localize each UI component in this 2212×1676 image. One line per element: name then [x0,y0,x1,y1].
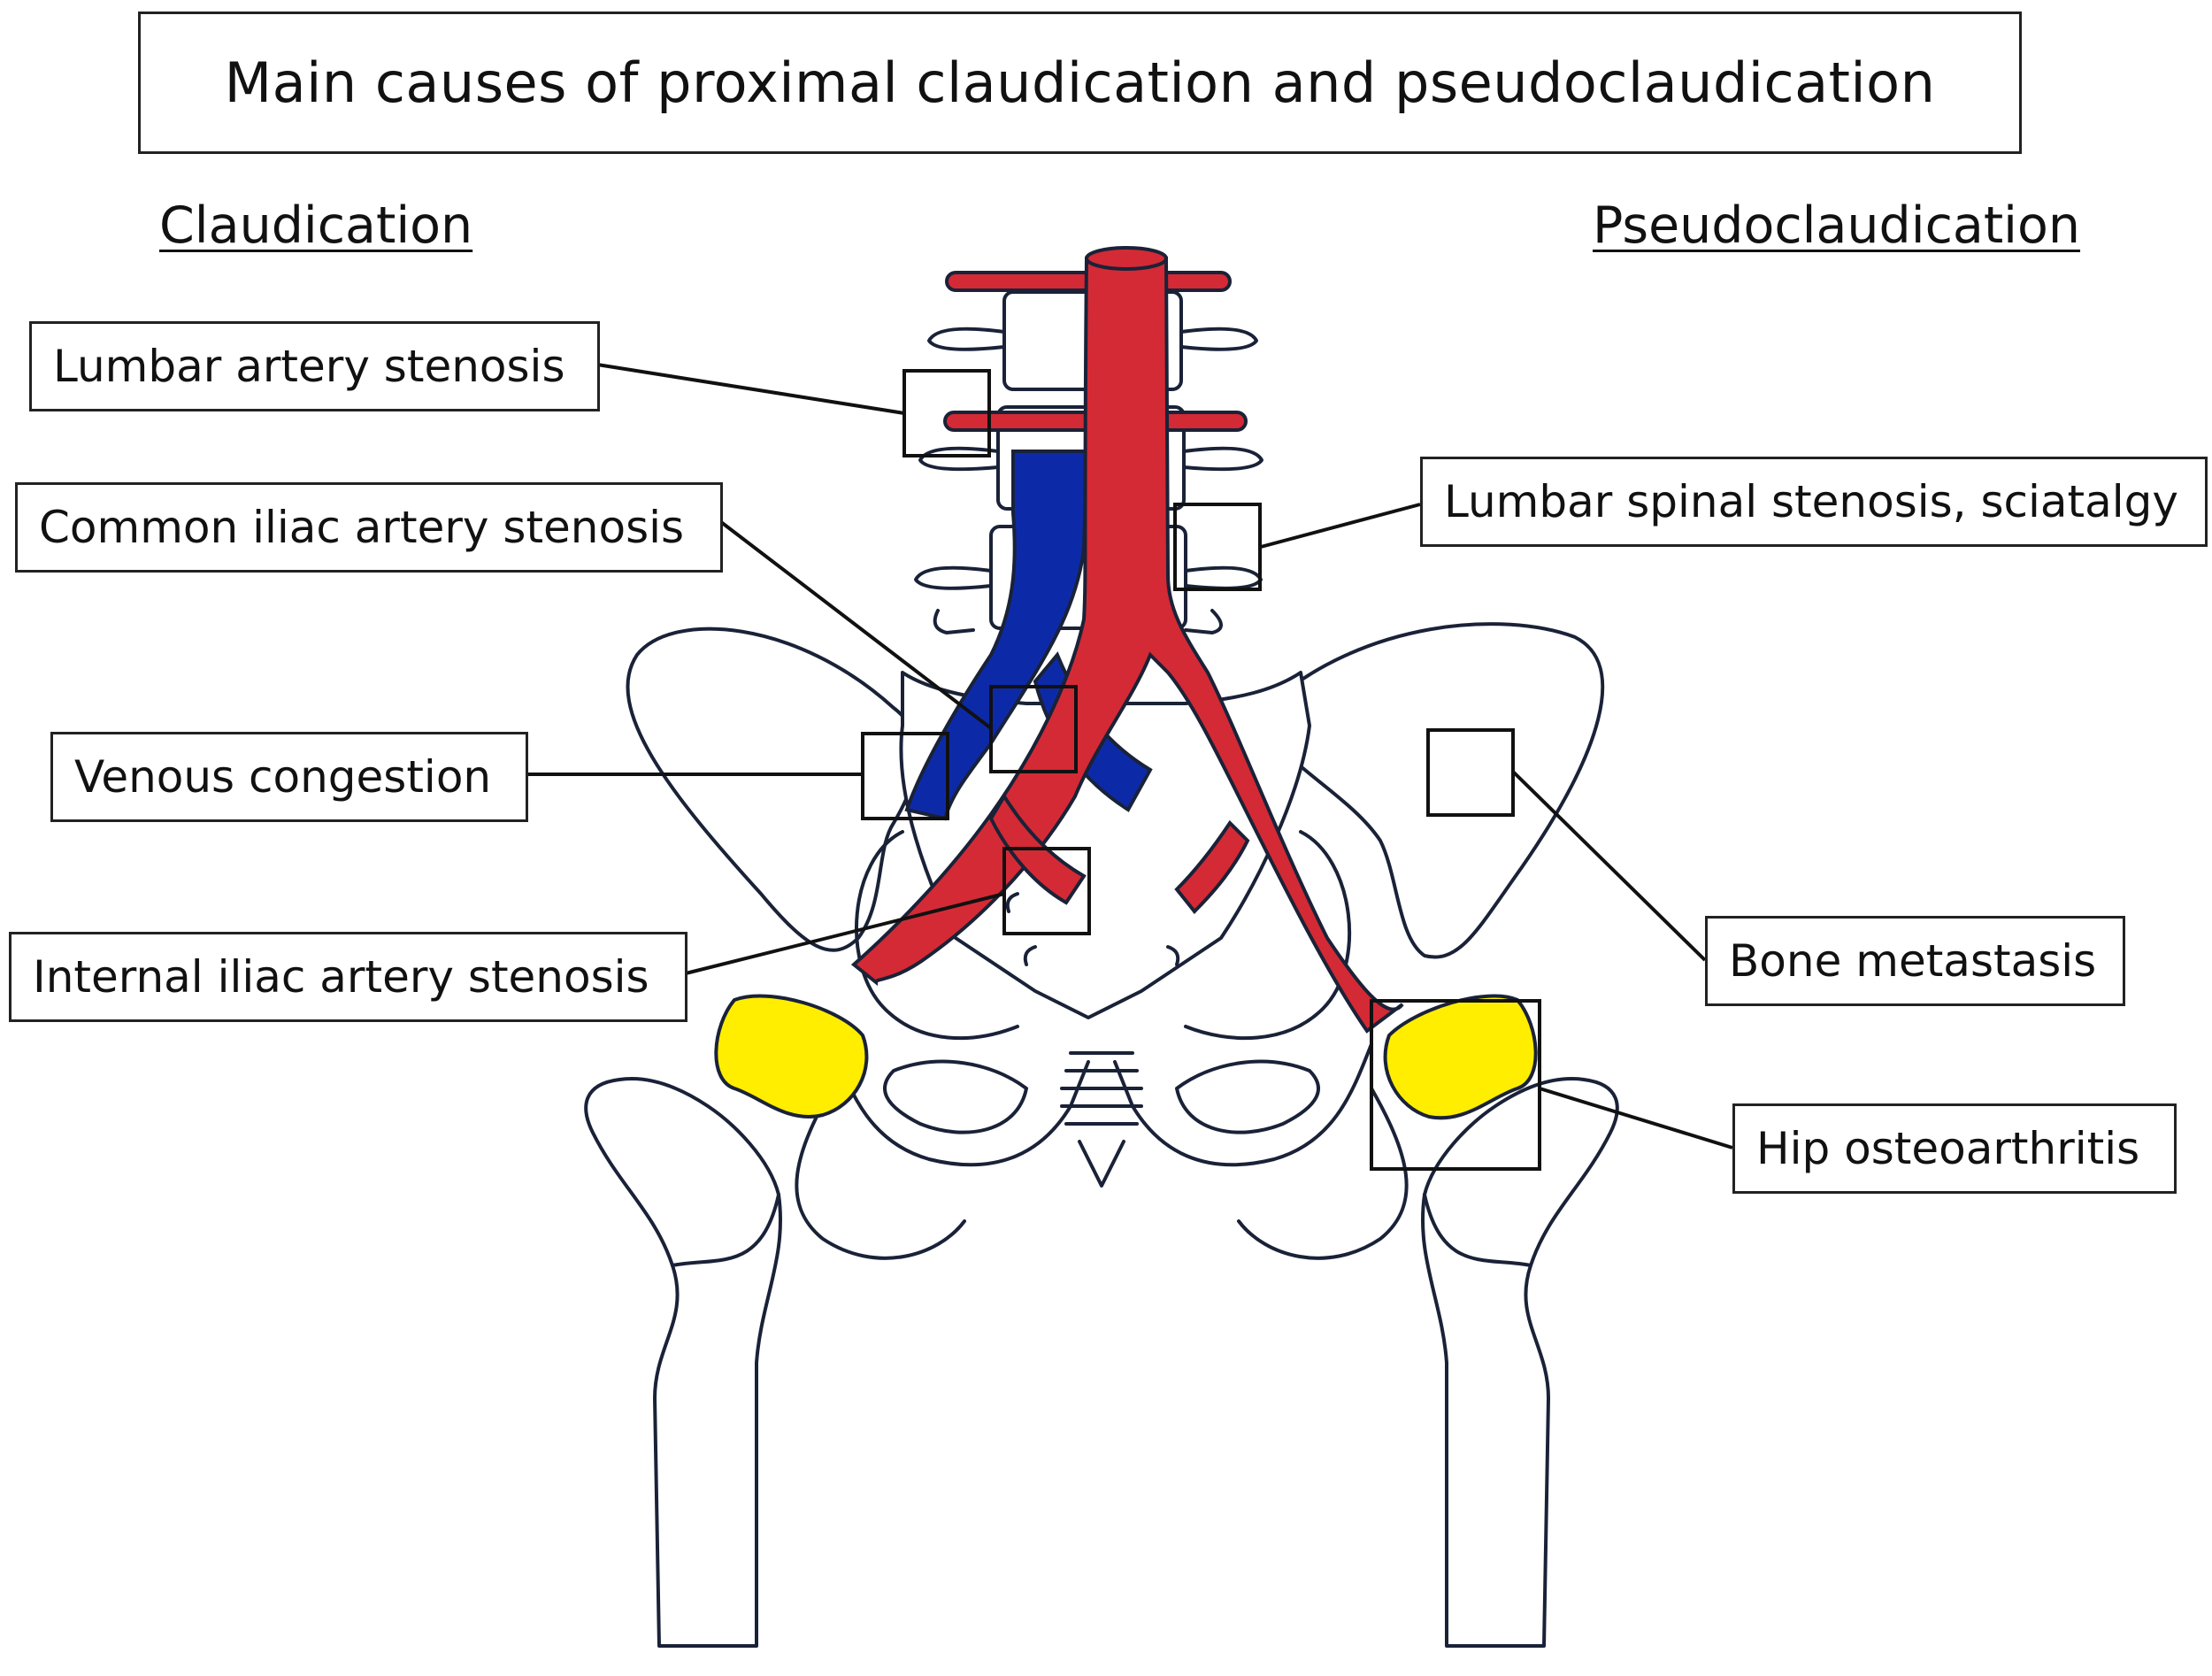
marker-lumbar-spinal [1173,503,1262,591]
label-lumbar-artery-stenosis: Lumbar artery stenosis [29,321,600,411]
label-common-iliac-artery-stenosis: Common iliac artery stenosis [15,482,723,573]
label-hip-osteoarthritis: Hip osteoarthritis [1732,1103,2177,1194]
label-bone-metastasis: Bone metastasis [1705,916,2125,1006]
label-lumbar-spinal-stenosis: Lumbar spinal stenosis, sciatalgy [1420,457,2208,547]
title-box: Main causes of proximal claudication and… [138,12,2022,154]
left-hip-joint [714,994,869,1119]
marker-lumbar-artery [902,369,991,457]
leader-line-internal-iliac [685,892,1005,975]
vena-cava [904,450,1089,821]
marker-bone-metastasis [1426,728,1515,817]
leader-line-lumbar-artery [596,363,905,415]
marker-venous [861,732,949,820]
claudication-heading: Claudication [159,196,473,255]
marker-internal-iliac [1002,847,1091,935]
right-hip-joint [1383,994,1538,1120]
diagram-title: Main causes of proximal claudication and… [224,50,1936,115]
leader-line-hip-oa [1539,1087,1733,1149]
marker-common-iliac [989,685,1078,773]
leader-line-common-iliac [719,520,993,730]
pseudoclaudication-heading: Pseudoclaudication [1593,196,2081,255]
marker-hip-oa [1370,999,1541,1171]
leader-line-bone-metastasis [1511,770,1707,962]
label-internal-iliac-artery-stenosis: Internal iliac artery stenosis [9,932,687,1022]
leader-line-lumbar-spinal [1260,503,1421,549]
label-venous-congestion: Venous congestion [50,732,528,822]
